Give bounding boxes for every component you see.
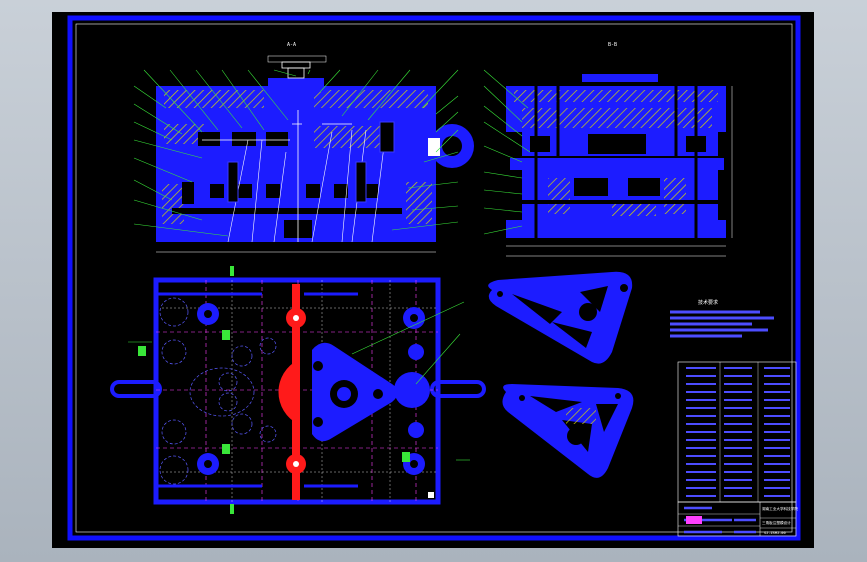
plan-view[interactable] bbox=[110, 266, 486, 514]
technical-notes: 技术要求 bbox=[670, 299, 774, 338]
sheet-inner-frame bbox=[75, 23, 793, 533]
drawing-sheet: A-A bbox=[52, 12, 814, 548]
parts-list-rows bbox=[686, 367, 790, 497]
title-block-drawing-number: SJ-ZSMJ-00 bbox=[764, 531, 786, 535]
triangle-part-lower bbox=[502, 384, 634, 478]
section-b-view[interactable]: B-B bbox=[483, 42, 733, 257]
section-a-title: A-A bbox=[287, 42, 296, 48]
title-block-school: 湖南工业大学科技学院 bbox=[762, 506, 798, 511]
triangle-part-upper bbox=[488, 271, 633, 364]
triangle-parts[interactable] bbox=[488, 271, 634, 478]
title-block[interactable]: 湖南工业大学科技学院 三角板注塑模设计 SJ-ZSMJ-00 bbox=[677, 361, 798, 537]
title-block-design-line: 三角板注塑模设计 bbox=[762, 520, 791, 525]
section-a-view[interactable]: A-A bbox=[133, 42, 474, 253]
sheet-outer-frame bbox=[67, 15, 801, 541]
section-b-title: B-B bbox=[608, 42, 617, 48]
mold-assembly-drawing: A-A bbox=[67, 15, 801, 541]
technical-notes-title: 技术要求 bbox=[698, 299, 718, 306]
